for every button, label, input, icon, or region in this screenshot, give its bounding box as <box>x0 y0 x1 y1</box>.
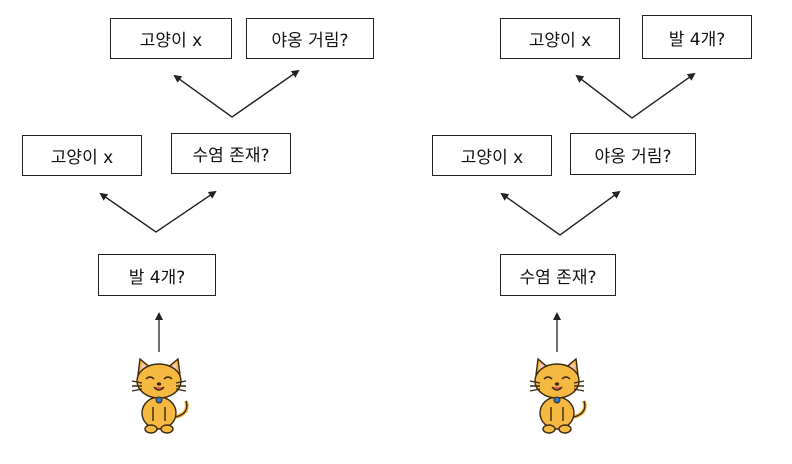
left-level2-left-node: 고양이 x <box>110 18 232 59</box>
right-level1-right-node: 야옹 거림? <box>570 133 696 175</box>
left-level1-left-node: 고양이 x <box>22 135 142 176</box>
branch-level2-left <box>174 70 299 118</box>
cat-icon <box>529 357 587 434</box>
right-root-node: 수염 존재? <box>500 254 616 296</box>
left-level1-right-node: 수염 존재? <box>171 133 291 174</box>
branch-level1-right <box>501 191 620 236</box>
left-level2-right-node: 야옹 거림? <box>246 18 374 59</box>
cat-icon <box>131 357 189 434</box>
branch-level2-right <box>576 73 695 119</box>
right-level2-left-node: 고양이 x <box>500 18 620 59</box>
branch-level1-left <box>100 191 216 233</box>
right-level1-left-node: 고양이 x <box>432 135 552 176</box>
right-level2-right-node: 발 4개? <box>642 15 752 59</box>
left-root-node: 발 4개? <box>98 254 216 296</box>
